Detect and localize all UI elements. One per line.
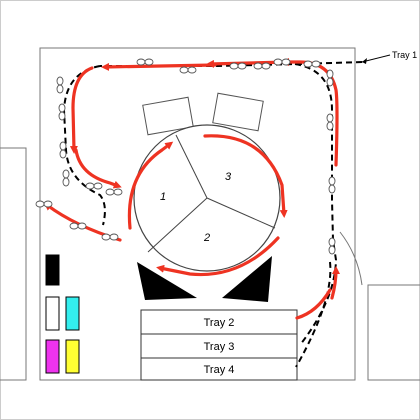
roller-pair — [273, 58, 291, 66]
magenta-toner-cartridge — [45, 339, 60, 374]
roller — [179, 66, 189, 74]
roller-pair — [58, 103, 66, 121]
right-guide-line — [339, 231, 363, 286]
roller — [58, 103, 66, 113]
roller — [237, 62, 247, 70]
sector-3-label: 3 — [225, 171, 232, 183]
roller — [109, 233, 119, 241]
roller — [303, 60, 313, 68]
roller — [59, 141, 67, 151]
roller-pair — [328, 237, 336, 255]
roller-pair — [105, 188, 123, 196]
tray-4-box[interactable] — [140, 357, 298, 381]
roller — [328, 176, 336, 186]
white-toner-cartridge — [45, 296, 60, 331]
roller-pair — [253, 62, 271, 70]
feed-rollers — [35, 58, 336, 255]
tray-1-pointer — [361, 54, 391, 63]
roller — [326, 69, 334, 79]
roller — [62, 177, 70, 187]
roller — [326, 121, 334, 131]
roller-pair — [62, 169, 70, 187]
roller — [281, 58, 291, 66]
tray-1-label: Tray 1 — [392, 50, 417, 60]
roller-pair — [101, 233, 119, 241]
roller-pair — [136, 58, 154, 66]
roller — [59, 149, 67, 159]
roller — [253, 62, 263, 70]
roller — [77, 222, 87, 230]
black-toner-cartridge — [45, 254, 60, 286]
roller — [328, 184, 336, 194]
roller — [273, 58, 283, 66]
right-triangle-unit — [222, 256, 272, 302]
roller — [136, 58, 146, 66]
roller — [43, 200, 53, 208]
roller — [93, 182, 103, 190]
tray-3-label: Tray 3 — [204, 341, 235, 353]
roller-pair — [179, 66, 197, 74]
roller — [56, 76, 64, 86]
roller — [113, 188, 123, 196]
roller — [101, 233, 111, 241]
roller-pair — [303, 60, 321, 68]
roller-pair — [326, 69, 334, 87]
roller-pair — [229, 62, 247, 70]
roller — [144, 58, 154, 66]
roller — [58, 111, 66, 121]
roller — [105, 188, 115, 196]
roller — [69, 222, 79, 230]
roller — [229, 62, 239, 70]
fuser-unit-right — [212, 92, 264, 132]
roller — [261, 62, 271, 70]
roller — [328, 237, 336, 247]
left-side-housing — [0, 147, 27, 381]
roller-pair — [59, 141, 67, 159]
roller — [56, 84, 64, 94]
fuser-unit-left — [142, 96, 194, 136]
left-triangle-unit — [137, 262, 197, 300]
roller — [326, 113, 334, 123]
cyan-toner-cartridge — [65, 296, 80, 331]
tray-2-box[interactable] — [140, 309, 298, 335]
sector-2-label: 2 — [203, 232, 210, 244]
tray-2-label: Tray 2 — [204, 317, 235, 329]
roller — [311, 60, 321, 68]
roller — [85, 182, 95, 190]
tray-4-label: Tray 4 — [204, 364, 235, 376]
roller — [328, 245, 336, 255]
roller-pair — [56, 76, 64, 94]
roller — [62, 169, 70, 179]
roller — [326, 77, 334, 87]
roller-pair — [85, 182, 103, 190]
right-side-housing — [367, 284, 420, 381]
roller-pair — [328, 176, 336, 194]
tray-1-pointer-head — [362, 58, 367, 64]
roller-pair — [326, 113, 334, 131]
roller-pair — [35, 200, 53, 208]
roller — [35, 200, 45, 208]
roller-pair — [69, 222, 87, 230]
yellow-toner-cartridge — [65, 339, 80, 374]
roller — [187, 66, 197, 74]
carousel-drum — [133, 124, 281, 272]
sector-1-label: 1 — [160, 191, 166, 203]
